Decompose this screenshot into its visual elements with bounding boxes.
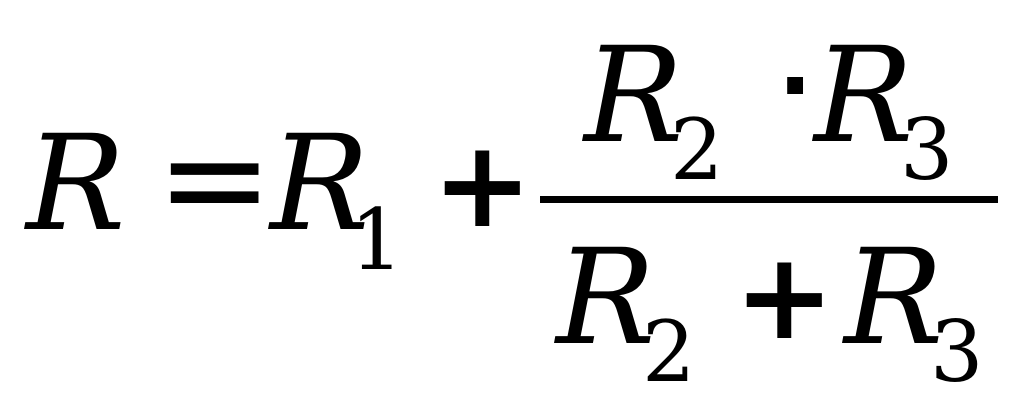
denominator-b-variable: R <box>844 221 944 375</box>
multiplication-dot: · <box>778 34 813 139</box>
lhs-variable: R <box>26 107 126 261</box>
term1-variable: R <box>270 107 370 261</box>
numerator-a-subscript: 2 <box>670 101 724 199</box>
numerator-b-variable: R <box>814 19 914 173</box>
denominator-a-variable: R <box>556 221 656 375</box>
numerator-a-variable: R <box>584 19 684 173</box>
denominator-a-subscript: 2 <box>642 303 696 401</box>
term1-subscript: 1 <box>350 191 404 289</box>
denominator-b-subscript: 3 <box>930 303 984 401</box>
denominator-plus-sign: + <box>734 228 835 367</box>
equals-sign: = <box>156 98 274 261</box>
numerator-b-subscript: 3 <box>900 101 954 199</box>
fraction-bar <box>540 196 998 203</box>
plus-sign: + <box>432 116 533 255</box>
